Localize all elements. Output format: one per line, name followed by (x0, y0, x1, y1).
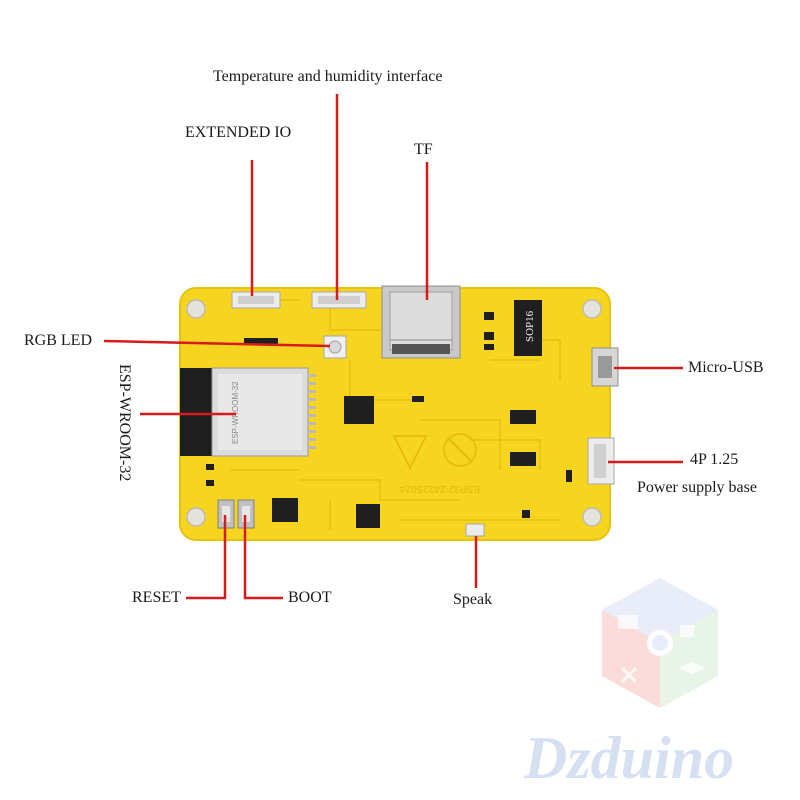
speaker-connector (465, 523, 485, 537)
tf-card-slot (381, 285, 461, 359)
micro-usb-port (591, 347, 619, 387)
label-extended-io: EXTENDED IO (185, 124, 292, 141)
lower-chip (356, 504, 380, 528)
main-ic (344, 396, 374, 424)
label-reset: RESET (132, 589, 181, 606)
temperature-humidity-connector (311, 291, 367, 309)
label-4p-1-25: 4P 1.25 (690, 451, 739, 468)
label-esp-wroom-32: ESP-WROOM-32 (116, 364, 133, 482)
smd-components (206, 312, 572, 518)
silk-logos (392, 433, 477, 471)
sop16-label: SOP16 (524, 310, 536, 342)
module-marking: ESP-WROOM-32 (231, 381, 240, 444)
label-temperature-humidity: Temperature and humidity interface (213, 68, 443, 85)
sop16-chip: SOP16 (514, 300, 542, 356)
label-power-supply-base: Power supply base (637, 479, 757, 496)
label-rgb-led: RGB LED (24, 332, 92, 349)
usb-uart-chip (272, 498, 298, 522)
mounting-holes (186, 299, 602, 527)
pcb-board (179, 287, 611, 541)
label-micro-usb: Micro-USB (688, 359, 764, 376)
label-tf: TF (414, 141, 433, 158)
silk-marking: ESP32-2432S024 (399, 483, 480, 494)
leader-lines (103, 94, 683, 600)
watermark-logo (602, 578, 718, 708)
esp-wroom-32-module: ESP-WROOM-32 (180, 367, 316, 457)
label-speak: Speak (453, 591, 493, 608)
rgb-led (323, 335, 347, 359)
extended-io-connector (231, 291, 281, 309)
watermark-brand: Dzduino (523, 725, 734, 791)
label-boot: BOOT (288, 589, 332, 606)
